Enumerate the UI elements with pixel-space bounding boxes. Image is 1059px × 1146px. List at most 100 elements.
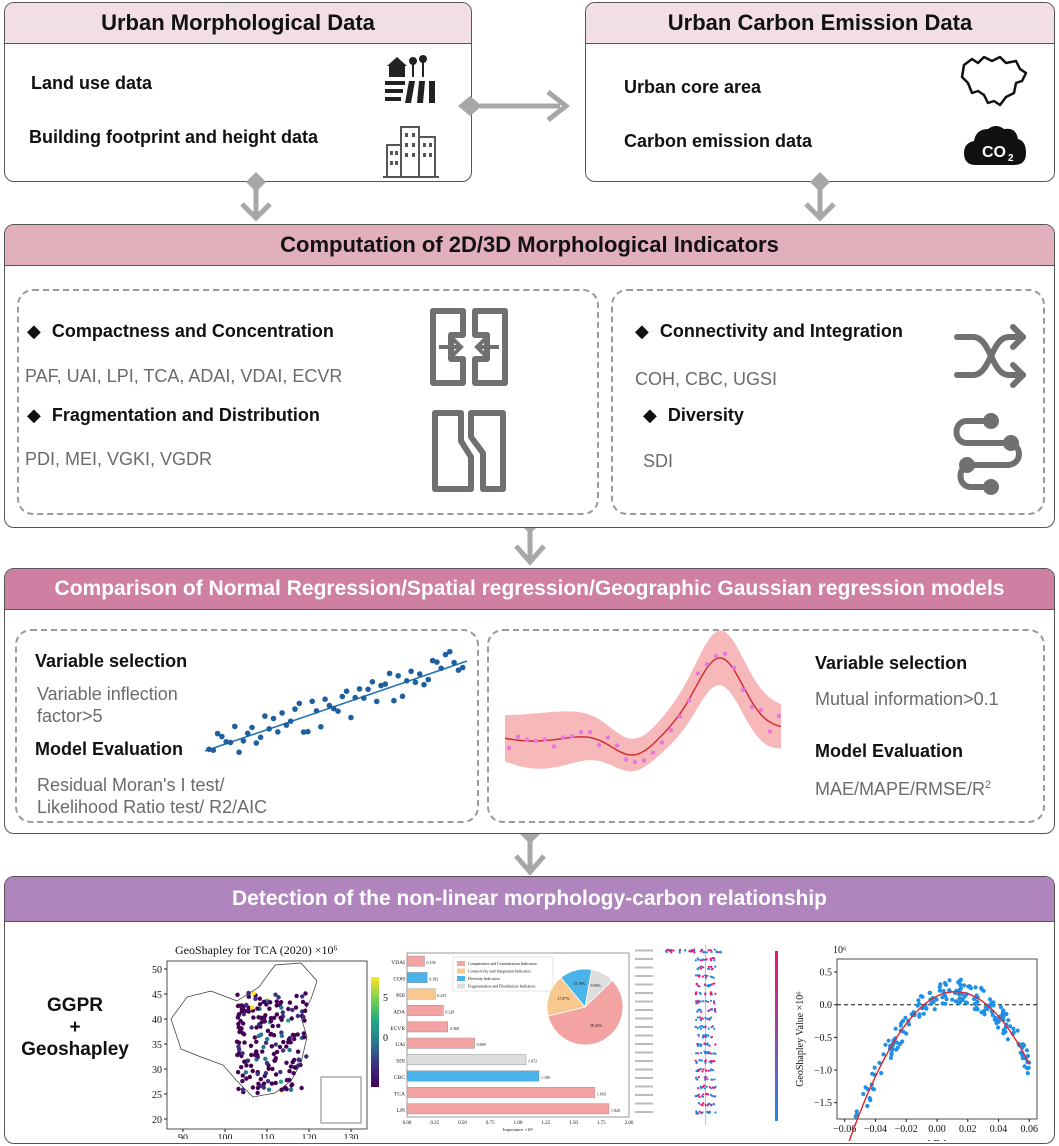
city-point [274, 999, 279, 1004]
city-point [288, 1040, 293, 1045]
city-point [255, 1071, 260, 1077]
city-point [242, 1059, 247, 1064]
city-point [295, 1049, 301, 1054]
city-point [273, 1080, 278, 1086]
city-point [249, 1025, 254, 1030]
city-point [260, 1049, 265, 1054]
shap-point [695, 1018, 698, 1021]
shap-colorbar [775, 951, 778, 1121]
feature-label-placeholder [635, 975, 653, 977]
bar-category-label: UAI [395, 1042, 405, 1048]
shap-point [704, 1035, 708, 1038]
feature-label-placeholder [635, 1068, 653, 1071]
legend-label: Connectivity and Integration Indicators [468, 969, 531, 974]
bar-category-label: ECVR [390, 1026, 405, 1032]
scatter-point [386, 670, 393, 677]
shap-point [713, 1086, 716, 1089]
city-point [279, 1005, 284, 1010]
shap-dependence-point [904, 1031, 909, 1036]
city-point [301, 1031, 306, 1036]
shap-dependence-point [975, 999, 980, 1004]
city-point [280, 1010, 285, 1015]
shap-point [708, 1111, 712, 1114]
city-point [244, 1063, 249, 1068]
shap-point [713, 1027, 716, 1030]
shap-point [703, 1050, 706, 1053]
shap-point [695, 1110, 698, 1113]
city-point [260, 1015, 265, 1021]
shap-point [702, 1000, 705, 1003]
city-point [302, 1035, 307, 1040]
country-outline [170, 962, 318, 1098]
scatter-point [369, 679, 376, 685]
shap-point [704, 1016, 707, 1019]
map-x-tick-label: 110 [260, 1133, 275, 1139]
scatter-point [219, 733, 225, 740]
x-tick-label: 0.02 [959, 1124, 977, 1135]
pie-slice [584, 969, 613, 1009]
shap-point [711, 976, 714, 979]
map-title: GeoShapley for TCA (2020) ×10⁶ [175, 943, 338, 957]
shap-point [701, 975, 704, 978]
observation-point [506, 745, 512, 751]
y-axis-label: GeoShapley Value ×10⁶ [795, 991, 806, 1087]
shap-point [697, 1000, 700, 1003]
bar-x-tick-label: 1.75 [597, 1121, 606, 1126]
method-label: GGPR + Geoshapley [15, 995, 135, 1061]
shap-dependence-point [854, 1109, 859, 1114]
city-point [263, 1071, 269, 1076]
city-point [281, 1039, 286, 1045]
city-point [278, 1079, 284, 1084]
shap-dependence-point [996, 1019, 1001, 1025]
shap-dependence-point [973, 985, 978, 990]
shap-point [698, 975, 701, 978]
scatter-point [236, 749, 242, 755]
shap-point [709, 957, 712, 960]
shap-point [699, 959, 702, 962]
bar-x-tick-label: 0.00 [403, 1121, 412, 1126]
mean-curve [504, 657, 782, 756]
pie-label: 13.78% [573, 981, 586, 986]
pie-slice [546, 977, 586, 1017]
shap-point [699, 1016, 702, 1019]
observation-point [551, 744, 557, 749]
observation-point [524, 737, 530, 742]
shap-point [705, 958, 708, 961]
city-point [265, 1079, 271, 1084]
shap-dependence-point [1004, 1011, 1009, 1017]
shap-dependence-point [872, 1065, 877, 1070]
shap-point [695, 1061, 698, 1064]
shap-point [714, 1043, 717, 1046]
feature-label-placeholder [635, 958, 653, 960]
city-point [256, 1033, 261, 1039]
city-point [267, 1006, 272, 1011]
observation-point [695, 671, 701, 676]
shap-point [711, 1094, 714, 1097]
observation-point [731, 665, 737, 670]
scatter-point [408, 668, 414, 675]
legend-swatch [457, 968, 465, 974]
shap-point [710, 1036, 713, 1039]
shap-point [704, 993, 707, 996]
colorbar-tick-label: 0 [383, 1033, 388, 1044]
city-point [256, 1081, 261, 1086]
city-point [272, 1015, 277, 1020]
shap-point [697, 958, 700, 961]
right-eval-desc-sup: 2 [985, 779, 992, 791]
map-y-tick-label: 20 [152, 1115, 162, 1126]
land-use-icon [385, 55, 435, 103]
indicators-box: Computation of 2D/3D Morphological Indic… [4, 224, 1055, 528]
shap-point [704, 1104, 707, 1107]
city-point [300, 999, 306, 1005]
shap-point [709, 983, 712, 987]
shap-point [696, 1010, 699, 1013]
scatter-point [382, 681, 389, 687]
scatter-point [378, 682, 384, 689]
shap-point [707, 967, 710, 970]
fragmentation-icon [432, 410, 506, 492]
shap-point [704, 1078, 707, 1081]
bar-x-tick-label: 0.25 [430, 1121, 439, 1126]
shap-point [704, 1076, 707, 1079]
shap-point [706, 1000, 709, 1003]
detection-box: Detection of the non-linear morphology-c… [4, 876, 1055, 1144]
